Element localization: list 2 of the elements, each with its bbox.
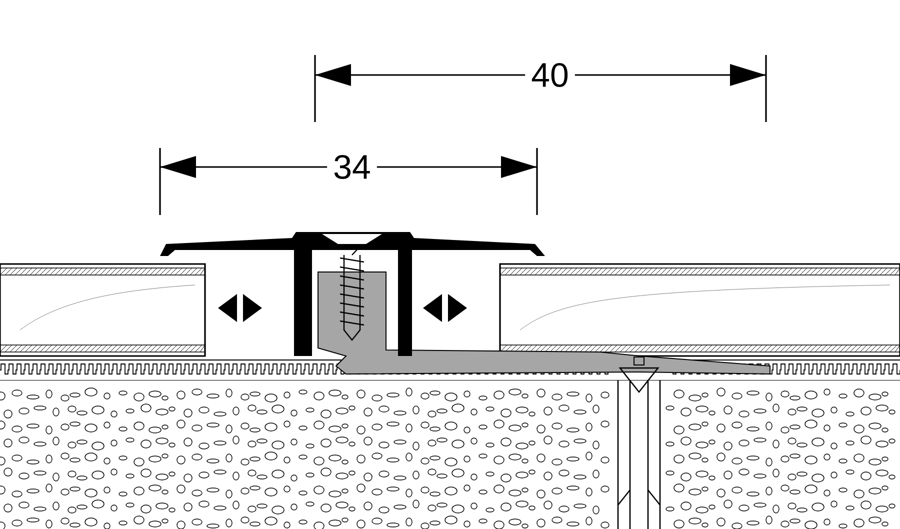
dimension-label: 40 [525, 56, 575, 94]
dimension-label: 34 [327, 148, 377, 186]
